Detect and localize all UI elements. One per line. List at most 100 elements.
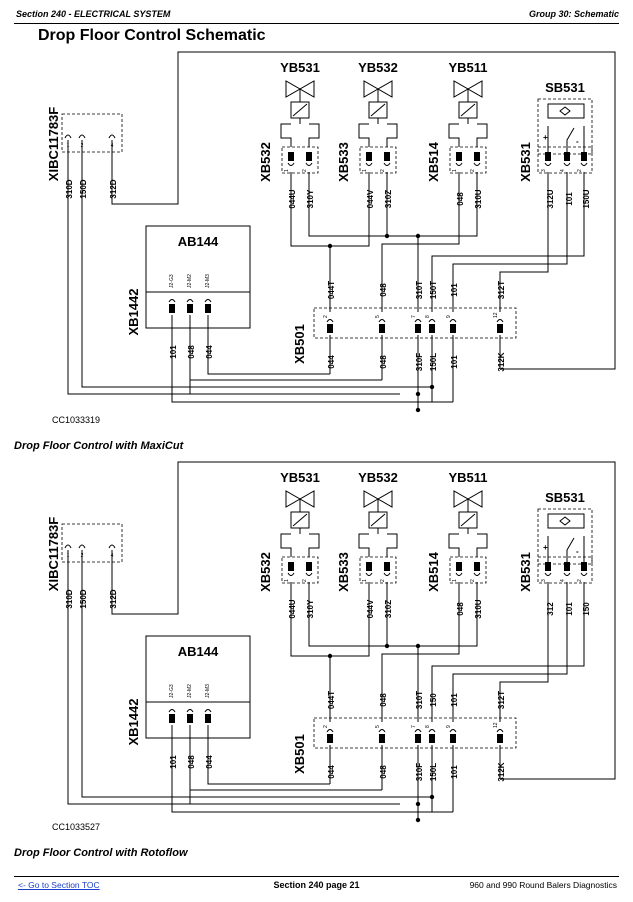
connector-box — [359, 556, 397, 584]
wire — [308, 172, 418, 237]
wire — [81, 550, 432, 798]
junction-dot — [415, 643, 421, 649]
wire-label: 150L — [429, 353, 438, 371]
switch-sb531-label: SB531 — [545, 490, 585, 505]
valve-symbol — [466, 80, 483, 98]
pin-number: 3 — [541, 579, 547, 582]
socket-terminal — [305, 572, 313, 576]
wire-label: 101 — [450, 765, 459, 779]
switch-actuator — [547, 103, 585, 119]
valve-symbol — [363, 80, 380, 98]
socket-terminal — [544, 162, 552, 166]
wire-label: 048 — [379, 355, 388, 369]
page-title: Drop Floor Control Schematic — [38, 27, 266, 44]
pin-number: 2 — [380, 579, 386, 582]
socket-terminal — [326, 729, 334, 733]
socket-terminal — [544, 572, 552, 576]
wire — [417, 172, 478, 312]
socket-terminal — [204, 299, 212, 303]
xb531-connector-label: XB531 — [518, 552, 533, 592]
valve-yb531-label: YB531 — [280, 60, 320, 75]
socket-terminal — [563, 162, 571, 166]
plug-terminal — [415, 324, 421, 333]
plug-terminal — [450, 324, 456, 333]
pin-number: 4 — [560, 579, 566, 582]
plug-terminal — [327, 324, 333, 333]
wire-label: 310F — [415, 353, 424, 371]
socket-terminal — [287, 162, 295, 166]
xb1442-connector-label: XB1442 — [126, 289, 141, 336]
pin-number: J2-M3 — [205, 684, 211, 698]
plug-terminal — [384, 562, 390, 571]
wire — [292, 513, 308, 527]
wire-label: 044T — [327, 281, 336, 299]
junction-dot — [415, 801, 421, 807]
socket-terminal — [449, 319, 457, 323]
socket-terminal — [108, 544, 116, 549]
xb532-connector-label: XB532 — [258, 142, 273, 182]
pin-number: 1 — [452, 579, 458, 582]
pin-number: 9 — [446, 315, 452, 318]
socket-terminal — [305, 162, 313, 166]
socket-terminal — [428, 319, 436, 323]
wire-label: 310Y — [306, 189, 315, 208]
wire-label: 048 — [456, 602, 465, 616]
pin-number: 9 — [446, 725, 452, 728]
plug-terminal — [379, 324, 385, 333]
socket-terminal — [365, 572, 373, 576]
wire — [460, 513, 476, 527]
wire-label: 044 — [205, 755, 214, 769]
socket-terminal — [414, 729, 422, 733]
connector-box — [449, 556, 487, 584]
plug-terminal — [306, 152, 312, 161]
wire — [499, 172, 549, 312]
xibc-connector-box — [61, 523, 123, 563]
wire-label: 310T — [415, 281, 424, 299]
socket-terminal — [64, 544, 72, 549]
socket-terminal — [108, 134, 116, 139]
pin-number: 1 — [362, 169, 368, 172]
pin-number: 7 — [411, 315, 417, 318]
valve-symbol — [453, 80, 470, 98]
wire — [280, 123, 292, 147]
wire-label: 310U — [474, 599, 483, 618]
wire — [171, 725, 453, 813]
xibc-wire-label: 312D — [109, 179, 118, 198]
xb501-connector-label: XB501 — [292, 734, 307, 774]
wire — [171, 315, 453, 403]
wire-label: 312 — [546, 602, 555, 616]
socket-terminal — [78, 134, 86, 139]
plug-terminal — [545, 152, 551, 161]
wire — [476, 123, 488, 147]
diagram-id-code: CC1033527 — [52, 822, 101, 832]
wire-label: 044T — [327, 691, 336, 709]
valve-yb511-label: YB511 — [448, 470, 487, 485]
wire-label: 101 — [169, 755, 178, 769]
socket-terminal — [365, 162, 373, 166]
plug-terminal — [497, 324, 503, 333]
wire — [370, 513, 386, 527]
wire-label: 150L — [429, 763, 438, 781]
wire-label: 310Z — [384, 190, 393, 208]
ab144-controller-box — [145, 225, 251, 329]
plug-terminal — [205, 304, 211, 313]
xb1442-connector-label: XB1442 — [126, 699, 141, 746]
wire — [330, 582, 370, 657]
pin-number: 1 — [284, 169, 290, 172]
socket-terminal — [168, 299, 176, 303]
plug-terminal — [456, 562, 462, 571]
plug-terminal — [366, 562, 372, 571]
connector-box — [281, 556, 319, 584]
wire-label: 044 — [327, 765, 336, 779]
diagram-id-code: CC1033319 — [52, 415, 101, 425]
wire — [452, 582, 568, 722]
wire — [460, 103, 476, 117]
wire-label: 044U — [288, 189, 297, 208]
section-toc-link[interactable]: <- Go to Section TOC — [18, 880, 100, 890]
socket-terminal — [455, 572, 463, 576]
wire — [292, 103, 308, 117]
plug-terminal — [205, 714, 211, 723]
wire — [207, 725, 330, 785]
wire — [452, 172, 568, 312]
